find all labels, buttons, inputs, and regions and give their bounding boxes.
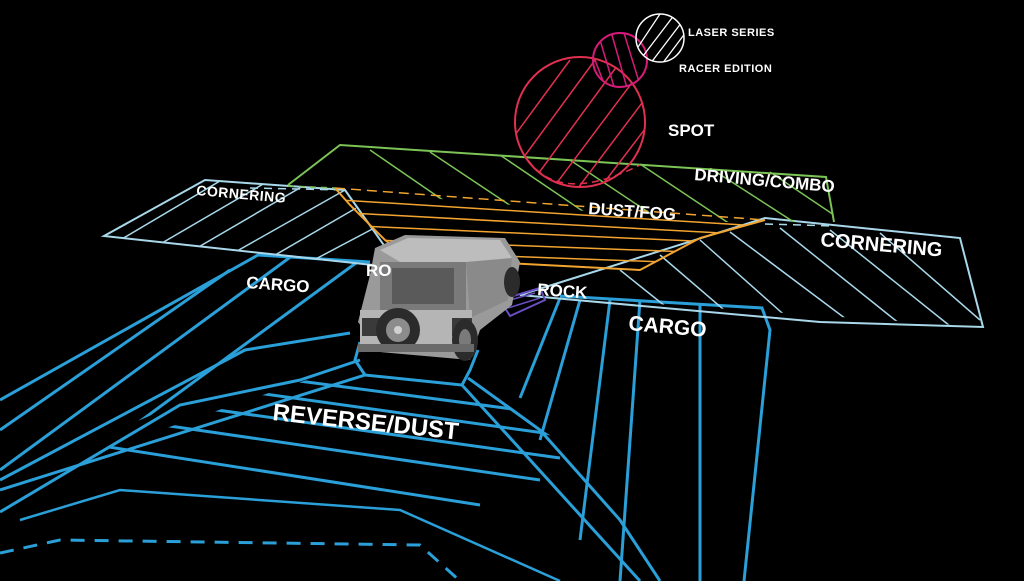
reverse-dust-label: REVERSE/DUST [271,399,460,445]
spot-label: SPOT [668,121,715,140]
cargo-left-label: CARGO [246,273,310,296]
jeep-vehicle [358,235,520,361]
reverse-dust-zone [0,341,662,581]
driving-combo-label: DRIVING/COMBO [694,165,836,196]
rock-zone [498,286,547,318]
spot-zone [514,56,646,188]
laser-series-label: LASER SERIES [688,27,775,39]
partial-left-label: RO [366,261,392,280]
cornering-right-zone [519,216,985,329]
rock-label: ROCK [537,280,589,302]
cornering-left-zone [100,178,403,270]
dust-fog-label: DUST/FOG [588,199,677,224]
cargo-right-zone [518,294,772,581]
laser-series-icon [635,13,685,63]
cornering-left-label: CORNERING [196,182,287,206]
cargo-right-label: CARGO [628,312,708,342]
racer-edition-icon [592,32,648,88]
racer-edition-label: RACER EDITION [679,63,772,75]
